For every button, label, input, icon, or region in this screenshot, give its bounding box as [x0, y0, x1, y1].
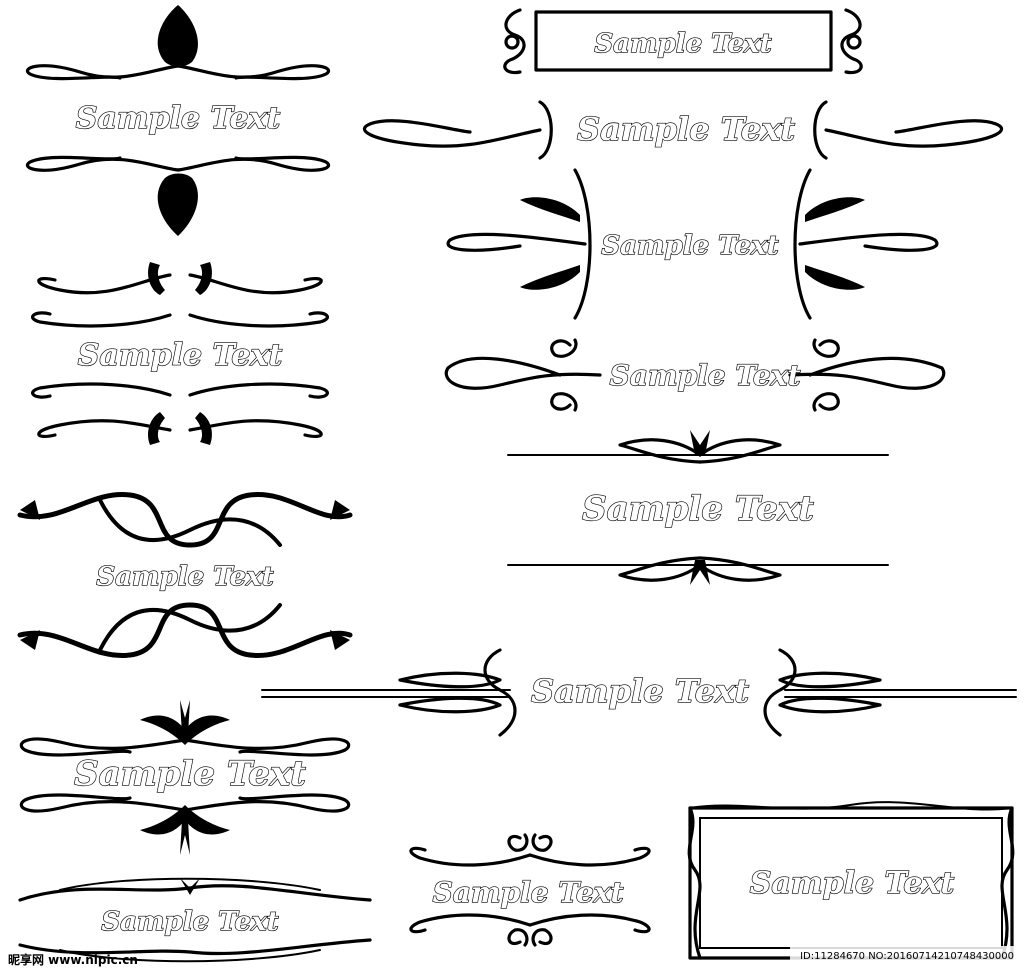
- sample-text-label: Sample Text: [74, 754, 306, 794]
- ornament-10: Sample Text: [19, 700, 351, 855]
- ornament-2: Sample Text: [503, 8, 863, 75]
- ornament-9: Sample Text: [261, 648, 1017, 737]
- ornament-4: Sample Text: [446, 168, 939, 320]
- ornament-5: Sample Text: [31, 262, 329, 445]
- ornament-6: Sample Text: [444, 338, 946, 412]
- sample-text-label: Sample Text: [76, 101, 281, 136]
- ornament-8: Sample Text: [17, 492, 353, 658]
- sample-text-label: Sample Text: [594, 29, 771, 59]
- sample-text-label: Sample Text: [577, 110, 795, 148]
- ornament-1: Sample Text: [26, 5, 330, 236]
- ornament-12: Sample Text: [687, 801, 1015, 960]
- sample-text-label: Sample Text: [610, 359, 801, 392]
- sample-text-label: Sample Text: [531, 672, 749, 710]
- ornament-7: Sample Text: [507, 430, 889, 585]
- ornament-13: Sample Text: [18, 877, 372, 963]
- sample-text-label: Sample Text: [750, 866, 955, 901]
- ornament-11: Sample Text: [409, 833, 651, 947]
- sample-text-label: Sample Text: [96, 562, 273, 592]
- ornament-3: Sample Text: [363, 100, 1003, 160]
- sample-text-label: Sample Text: [78, 338, 283, 373]
- leaf-icon: [157, 173, 198, 236]
- watermark-site: 昵享网 www.nipic.cn: [8, 952, 138, 967]
- leaf-icon: [157, 5, 198, 67]
- sample-text-label: Sample Text: [433, 876, 624, 909]
- sample-text-label: Sample Text: [101, 907, 278, 937]
- sample-text-label: Sample Text: [582, 489, 814, 529]
- sample-text-label: Sample Text: [601, 231, 778, 261]
- watermark-id: ID:11284670 NO:20160714210748430000: [800, 951, 1014, 962]
